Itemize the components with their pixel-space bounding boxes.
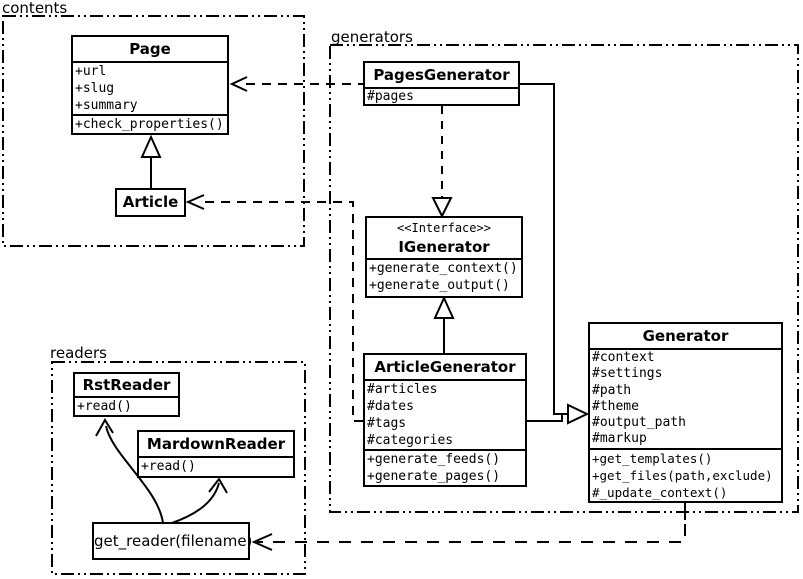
dependency-line xyxy=(257,524,686,543)
class-articlegenerator-attributes: #articles #dates #tags #categories xyxy=(365,381,525,451)
class-page-title: Page xyxy=(73,37,227,63)
attribute: #markup xyxy=(592,431,647,447)
class-generator-title: Generator xyxy=(590,324,781,350)
attribute: #dates xyxy=(367,399,414,414)
class-page: Page +url +slug +summary +check_properti… xyxy=(71,35,229,135)
realization-pagesgenerator-to-igenerator xyxy=(431,106,453,219)
inheritance-generators-to-generator xyxy=(520,83,590,425)
open-arrowhead xyxy=(95,418,114,437)
class-rstreader-methods: +read() xyxy=(75,398,178,415)
attribute: #articles xyxy=(367,382,438,397)
function-get-reader-label: get_reader(filename) xyxy=(94,532,253,550)
method: +get_files(path,exclude) xyxy=(592,468,773,483)
attribute: #tags xyxy=(367,416,407,431)
class-pagesgenerator-title: PagesGenerator xyxy=(365,63,518,89)
attribute: #settings xyxy=(592,366,663,382)
inheritance-articlegenerator-to-igenerator xyxy=(433,295,455,353)
method: +generate_feeds() xyxy=(367,452,501,467)
method: +generate_output() xyxy=(369,278,510,293)
open-arrowhead xyxy=(185,194,205,210)
attribute: #categories xyxy=(367,433,454,448)
attribute: #theme xyxy=(592,398,639,414)
attribute: #path xyxy=(592,382,632,398)
hollow-triangle-arrowhead xyxy=(567,403,590,425)
interface-igenerator-title: IGenerator xyxy=(398,238,490,256)
hollow-triangle-arrowhead xyxy=(433,295,455,319)
contents-package-label: contents xyxy=(2,0,68,17)
class-pagesgenerator-attributes: #pages xyxy=(365,89,518,104)
function-get-reader: get_reader(filename) xyxy=(92,522,253,560)
readers-package-label: readers xyxy=(50,344,107,362)
class-article-title: Article xyxy=(122,193,179,211)
class-articlegenerator-title: ArticleGenerator xyxy=(365,355,525,381)
hollow-triangle-arrowhead xyxy=(140,134,162,158)
dependency-generator-to-get-reader xyxy=(251,503,686,551)
method: +read() xyxy=(141,459,196,474)
attribute: +url xyxy=(75,64,107,79)
arrow-get-reader-to-mardownreader xyxy=(171,477,228,524)
dependency-articlegenerator-to-article xyxy=(185,194,363,422)
class-rstreader: RstReader +read() xyxy=(73,372,180,417)
method: +generate_context() xyxy=(369,261,518,276)
method: +read() xyxy=(77,399,132,414)
attribute: +slug xyxy=(75,81,115,96)
generators-package-border xyxy=(329,44,799,513)
attribute: #context xyxy=(592,350,655,365)
dependency-line xyxy=(205,201,363,422)
method: #_update_context() xyxy=(592,485,728,500)
class-articlegenerator-methods: +generate_feeds() +generate_pages() xyxy=(365,451,525,485)
class-rstreader-title: RstReader xyxy=(75,374,178,398)
attribute: #output_path xyxy=(592,415,686,431)
interface-igenerator-header: <<Interface>> IGenerator xyxy=(367,218,521,260)
class-generator-attributes: #context #settings #path #theme #output_… xyxy=(590,350,781,450)
open-arrowhead xyxy=(251,533,273,551)
readers-package-border xyxy=(51,361,306,575)
curved-line xyxy=(105,425,164,524)
method: +check_properties() xyxy=(75,117,224,132)
class-articlegenerator: ArticleGenerator #articles #dates #tags … xyxy=(363,353,527,487)
inheritance-line-articlegenerator xyxy=(527,414,563,422)
interface-igenerator-methods: +generate_context() +generate_output() xyxy=(367,260,521,296)
curved-line xyxy=(171,482,220,524)
class-page-methods: +check_properties() xyxy=(73,116,227,133)
inheritance-article-to-page xyxy=(140,134,162,189)
generators-package-label: generators xyxy=(331,28,413,46)
class-mardownreader: MardownReader +read() xyxy=(137,430,295,478)
class-generator: Generator #context #settings #path #them… xyxy=(588,322,783,503)
interface-igenerator: <<Interface>> IGenerator +generate_conte… xyxy=(365,216,523,298)
class-pagesgenerator: PagesGenerator #pages xyxy=(363,61,520,106)
arrow-get-reader-to-rstreader xyxy=(95,418,164,524)
class-mardownreader-methods: +read() xyxy=(139,458,293,476)
class-article: Article xyxy=(115,188,186,217)
contents-package-border xyxy=(2,15,305,247)
interface-stereotype: <<Interface>> xyxy=(397,221,491,235)
attribute: #pages xyxy=(367,89,414,104)
method: +get_templates() xyxy=(592,451,713,466)
dependency-pagesgenerator-to-page xyxy=(229,76,363,92)
class-generator-methods: +get_templates() +get_files(path,exclude… xyxy=(590,450,781,501)
class-page-attributes: +url +slug +summary xyxy=(73,63,227,116)
inheritance-line-pagesgenerator xyxy=(520,83,568,415)
method: +generate_pages() xyxy=(367,469,501,484)
class-mardownreader-title: MardownReader xyxy=(139,432,293,458)
attribute: +summary xyxy=(75,98,138,113)
open-arrowhead xyxy=(229,76,248,92)
hollow-triangle-arrowhead xyxy=(431,197,453,219)
open-arrowhead xyxy=(208,477,228,494)
